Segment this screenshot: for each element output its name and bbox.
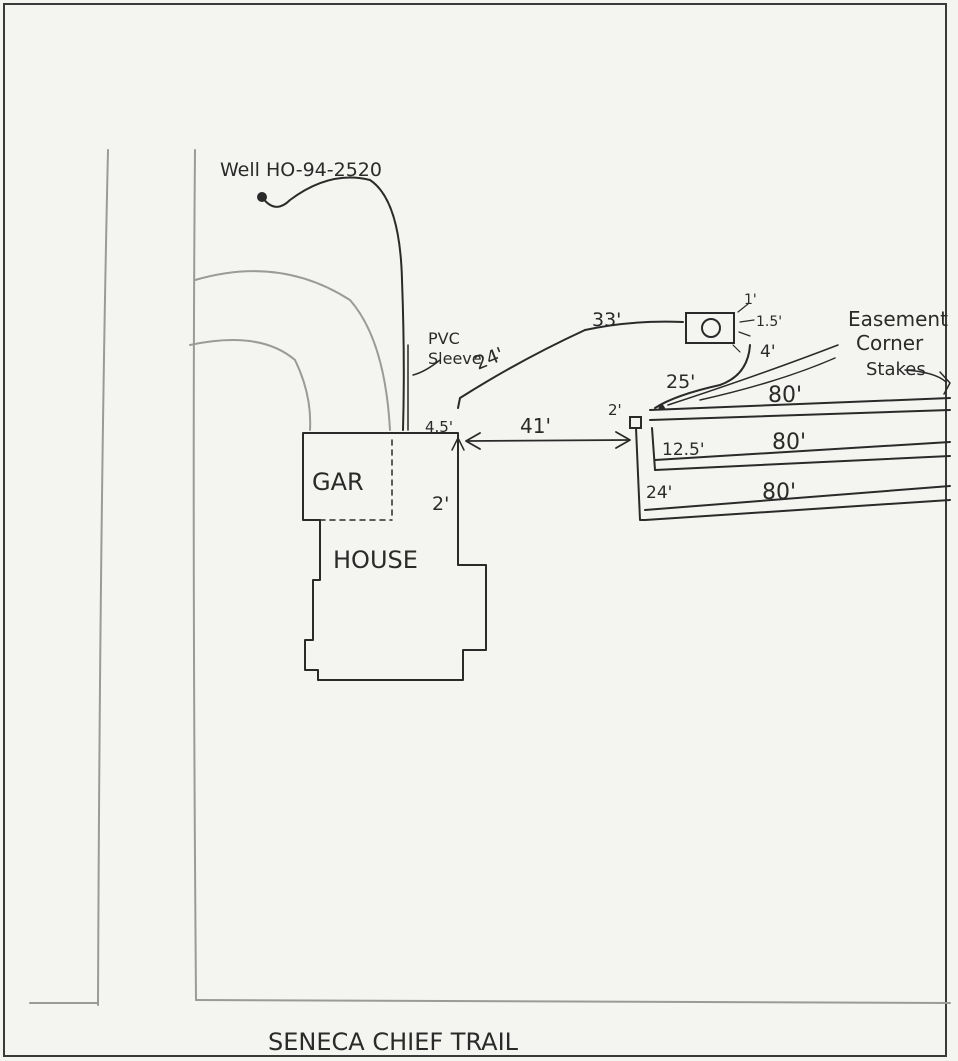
tank-tick-4 bbox=[732, 344, 741, 353]
manifold-left bbox=[635, 427, 646, 521]
manifold-inner bbox=[651, 427, 656, 471]
septic-tank bbox=[685, 312, 735, 344]
dim-2-house: 2' bbox=[432, 493, 449, 515]
trench-1-length: 80' bbox=[768, 383, 802, 408]
tank-tick-3 bbox=[738, 331, 751, 337]
easement-label-line2: Corner bbox=[856, 331, 924, 355]
dimension-41-arrow-left bbox=[465, 432, 481, 450]
septic-tank-lid bbox=[701, 318, 721, 338]
garage-label: GAR bbox=[312, 468, 364, 496]
trench-1-arrow bbox=[661, 404, 665, 409]
sewer-line-33 bbox=[584, 320, 684, 331]
effluent-line-25 bbox=[654, 344, 751, 409]
tank-tick-2 bbox=[739, 319, 755, 323]
easement-label-line1: Easement bbox=[848, 307, 948, 331]
driveway-curve-inner bbox=[189, 339, 312, 431]
trench-1-top bbox=[649, 397, 951, 411]
easement-stakes-arrow bbox=[904, 369, 947, 383]
easement-stakes-arrowhead bbox=[939, 371, 951, 395]
pvc-sleeve-leader bbox=[412, 359, 441, 376]
dimension-41-arrow-right bbox=[615, 431, 631, 449]
dim-33: 33' bbox=[592, 309, 621, 331]
pvc-label-line1: PVC bbox=[428, 329, 460, 348]
easement-label-line3: Stakes bbox=[866, 359, 926, 380]
trench-3-length: 80' bbox=[762, 480, 796, 505]
page-border bbox=[3, 3, 947, 1057]
easement-leader-2 bbox=[699, 357, 836, 401]
dim-24: 24' bbox=[472, 343, 508, 374]
road-label: SENECA CHIEF TRAIL bbox=[268, 1028, 519, 1056]
road-edge-right bbox=[192, 149, 197, 1001]
dim-12-5: 12.5' bbox=[662, 440, 705, 460]
pvc-label-line2: Sleeve bbox=[428, 349, 482, 368]
trench-2-length: 80' bbox=[772, 430, 806, 455]
dim-24-field: 24' bbox=[646, 483, 672, 503]
dim-2-field: 2' bbox=[608, 401, 622, 419]
road-edge-left bbox=[97, 149, 109, 1006]
dim-1: 1' bbox=[744, 292, 757, 308]
well-label: Well HO-94-2520 bbox=[220, 159, 382, 181]
trench-2-top bbox=[654, 441, 951, 461]
easement-leader-1 bbox=[667, 344, 839, 406]
trench-3-bottom bbox=[644, 499, 951, 521]
house-outline bbox=[302, 432, 487, 681]
trench-2-bottom bbox=[654, 455, 951, 471]
dim-1-5: 1.5' bbox=[756, 314, 782, 330]
water-line bbox=[261, 176, 405, 431]
dimension-41-line bbox=[467, 439, 629, 442]
distribution-box bbox=[629, 416, 642, 429]
house-label: HOUSE bbox=[333, 546, 418, 574]
dim-4-5: 4.5' bbox=[425, 418, 453, 436]
road-bottom-right bbox=[195, 999, 951, 1004]
trench-3-top bbox=[644, 485, 951, 511]
dim-4: 4' bbox=[760, 342, 776, 362]
sewer-line-24 bbox=[457, 329, 586, 409]
house-corner-arrowhead bbox=[451, 437, 465, 451]
trench-1-bottom bbox=[649, 409, 951, 421]
tank-tick-1 bbox=[737, 303, 749, 313]
dim-25: 25' bbox=[666, 371, 695, 393]
dim-41: 41' bbox=[520, 414, 551, 438]
driveway-curve-outer bbox=[194, 270, 391, 431]
